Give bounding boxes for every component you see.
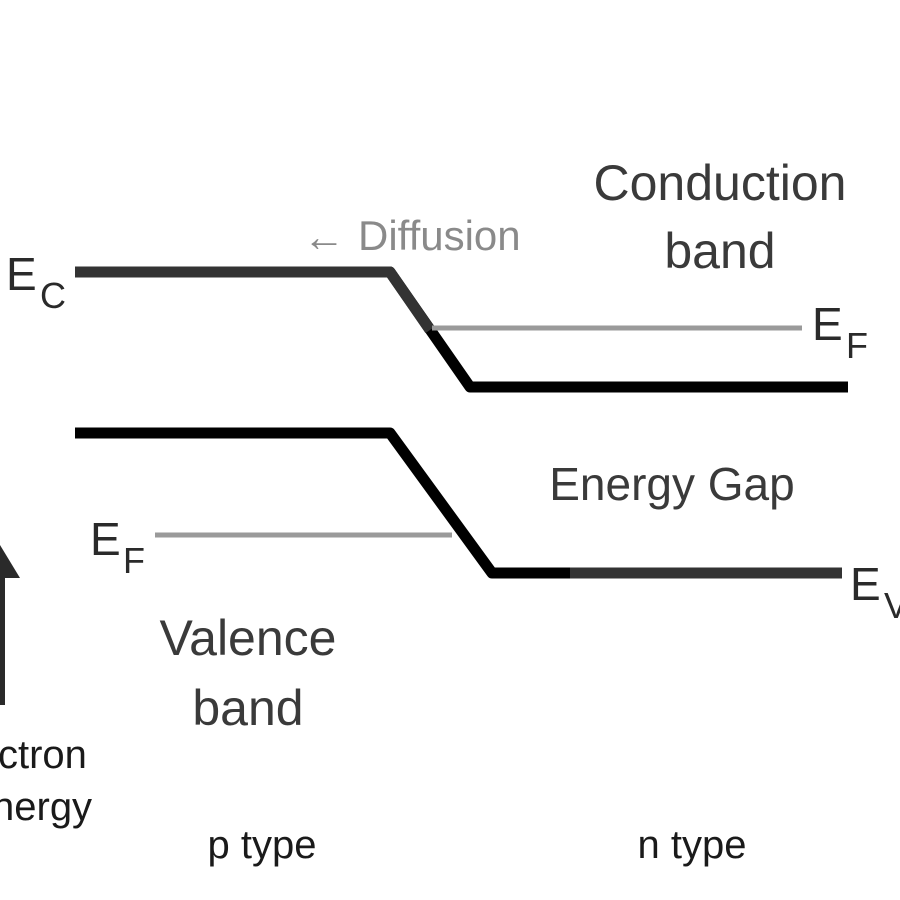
energy-axis-label-line2: nergy (0, 785, 92, 829)
conduction-band-label-line1: Conduction (594, 155, 847, 211)
ec-subscript: C (40, 275, 66, 316)
conduction-band-edge-left-shade (75, 266, 435, 334)
valence-band-edge-line (75, 427, 570, 579)
conduction-band-label-line2: band (664, 223, 775, 279)
ef-n-subscript: F (846, 325, 868, 366)
ev-symbol: E (850, 558, 881, 610)
ec-symbol: E (6, 248, 37, 300)
ef-n-symbol: E (812, 298, 843, 350)
diffusion-label: Diffusion (358, 212, 521, 259)
ef-p-subscript: F (123, 540, 145, 581)
energy-axis-arrowhead-icon (0, 545, 20, 578)
valence-band-label-line2: band (192, 680, 303, 736)
energy-axis-label-line1: ctron (0, 733, 87, 777)
valence-band-label-line1: Valence (160, 610, 337, 666)
ef-p-symbol: E (90, 513, 121, 565)
ev-subscript: V (884, 585, 900, 626)
diffusion-arrow-icon: ← (303, 213, 345, 260)
n-type-label: n type (638, 823, 747, 867)
p-type-label: p type (208, 823, 317, 867)
energy-gap-label: Energy Gap (549, 458, 794, 510)
